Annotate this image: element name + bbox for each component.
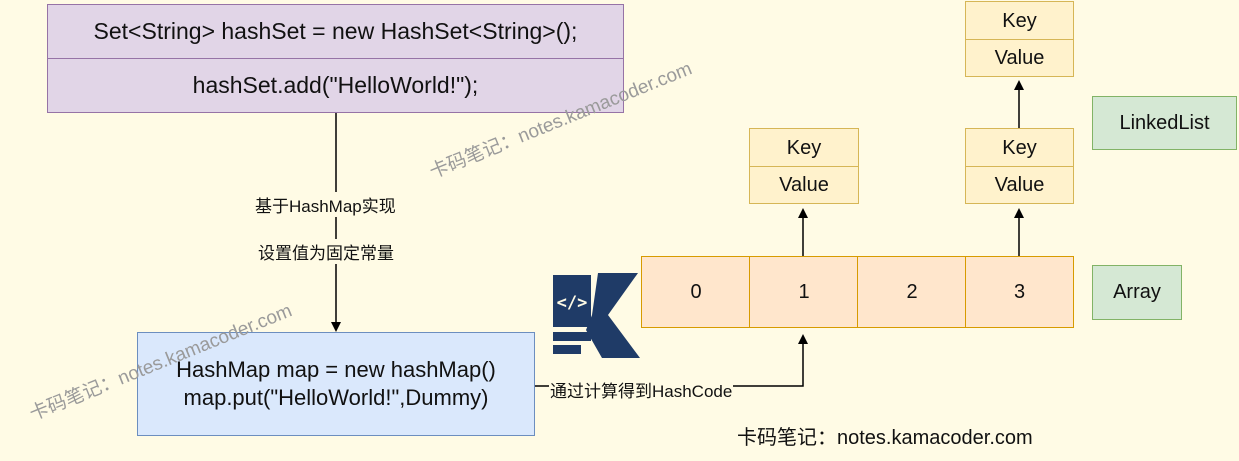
node-3a-value: Value [965,166,1074,204]
legend-array-text: Array [1113,281,1161,303]
array-cell-2: 2 [857,256,967,328]
legend-linkedlist-text: LinkedList [1119,111,1210,134]
array-cell-1: 1 [749,256,859,328]
array-cell-2-text: 2 [906,280,918,303]
legend-linkedlist: LinkedList [1092,96,1237,150]
edge-label-line2: 设置值为固定常量 [257,239,395,264]
node-3b-key: Key [965,1,1074,41]
array-cell-3: 3 [965,256,1074,328]
kamacoder-logo-icon: </> [550,270,642,360]
node-1-value: Value [749,166,859,204]
node-3b-key-text: Key [1002,9,1037,32]
node-3a-value-text: Value [994,173,1045,196]
node-1-key: Key [749,128,859,168]
node-1-value-text: Value [779,173,829,196]
hashset-add-text: hashSet.add("HelloWorld!"); [192,72,479,98]
array-cell-3-text: 3 [1013,280,1026,303]
hashcode-label: 通过计算得到HashCode [549,377,734,402]
node-1-key-text: Key [786,136,822,159]
hashmap-box: HashMap map = new hashMap() map.put("Hel… [137,332,535,436]
node-3a-key-text: Key [1002,136,1037,159]
legend-array: Array [1092,265,1182,320]
logo-code-symbol: </> [557,293,588,313]
hashmap-line1: HashMap map = new hashMap() [176,357,496,382]
node-3b-value: Value [965,39,1074,77]
watermark-footer: 卡码笔记：notes.kamacoder.com [737,427,1033,449]
hashset-declaration-box: Set<String> hashSet = new HashSet<String… [47,4,624,59]
array-cell-0: 0 [641,256,751,328]
node-3a-key: Key [965,128,1074,168]
hashset-add-box: hashSet.add("HelloWorld!"); [47,58,624,113]
array-cell-1-text: 1 [798,280,810,303]
hashset-declaration-text: Set<String> hashSet = new HashSet<String… [93,18,578,44]
array-cell-0-text: 0 [690,280,702,303]
node-3b-value-text: Value [994,46,1045,69]
edge-label-line1: 基于HashMap实现 [254,192,397,217]
hashmap-line2: map.put("HelloWorld!",Dummy) [183,385,489,410]
